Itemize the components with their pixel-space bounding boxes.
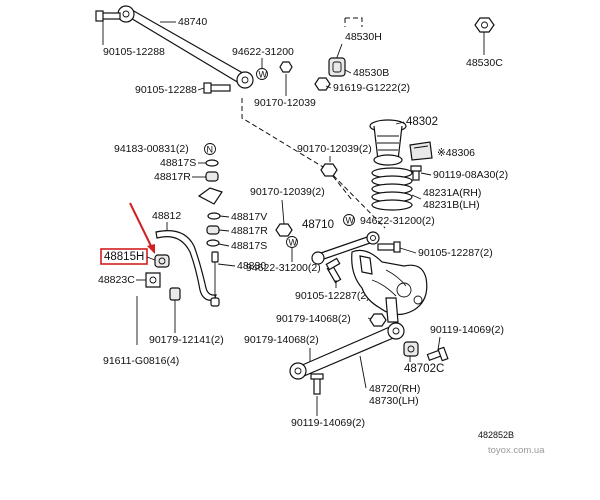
label-48530B[interactable]: 48530B bbox=[353, 67, 389, 79]
washer-48817S-a-icon bbox=[205, 159, 219, 167]
red-arrow-icon bbox=[129, 202, 153, 249]
label-48302[interactable]: 48302 bbox=[406, 116, 438, 128]
bushing-48702C-icon bbox=[403, 341, 419, 357]
svg-text:W: W bbox=[346, 216, 355, 226]
svg-text:W: W bbox=[289, 238, 298, 248]
washer-48817V-icon bbox=[207, 212, 221, 220]
label-90179-14068-a[interactable]: 90179-14068(2) bbox=[276, 313, 351, 325]
bolt-90105-12287-b-icon bbox=[325, 257, 342, 284]
label-48817S-b[interactable]: 48817S bbox=[231, 240, 267, 252]
link-48830[interactable] bbox=[210, 251, 220, 307]
nut-90179-14068-a-icon bbox=[369, 313, 387, 327]
bushing-48817R-a-icon bbox=[205, 171, 219, 182]
label-48720[interactable]: 48720(RH) bbox=[369, 383, 420, 395]
label-94622-31200-a[interactable]: 94622-31200 bbox=[232, 46, 294, 58]
stabilizer-bushing-48815H-icon bbox=[154, 254, 170, 268]
label-48817R-b[interactable]: 48817R bbox=[231, 225, 268, 237]
label-90105-12288-b[interactable]: 90105-12288 bbox=[135, 84, 197, 96]
w-washer-callout-icon-b: W bbox=[343, 214, 355, 226]
washer-48817S-b-icon bbox=[206, 239, 220, 247]
highlight-box-48815H bbox=[100, 248, 148, 265]
label-90119-14069-a[interactable]: 90119-14069(2) bbox=[430, 324, 504, 336]
label-48530C[interactable]: 48530C bbox=[466, 57, 503, 69]
bolt-90119-14069-a-icon bbox=[426, 346, 449, 362]
diagram-code: 482852B bbox=[478, 430, 514, 440]
label-94183[interactable]: 94183-00831(2) bbox=[114, 143, 189, 155]
n-nut-callout-icon: N bbox=[204, 143, 216, 155]
label-48812[interactable]: 48812 bbox=[152, 210, 181, 222]
bracket-48823C-icon bbox=[145, 272, 161, 288]
bumper-cap-48530C-icon bbox=[474, 17, 495, 33]
svg-text:N: N bbox=[207, 145, 214, 155]
lower-control-arm-48720[interactable] bbox=[289, 322, 405, 380]
bracket-48306-icon bbox=[409, 141, 433, 161]
label-90170-12039-a[interactable]: 90170-12039 bbox=[254, 97, 316, 109]
stabilizer-bar-48812[interactable] bbox=[155, 230, 217, 301]
lateral-rod-48710[interactable] bbox=[311, 231, 380, 265]
spring-insulator-48302-icon bbox=[369, 119, 407, 166]
label-91619[interactable]: 91619-G1222(2) bbox=[333, 82, 410, 94]
bracket-plate-icon bbox=[197, 187, 223, 205]
label-48702C[interactable]: 48702C bbox=[404, 363, 444, 375]
label-91611[interactable]: 91611-G0816(4) bbox=[103, 355, 179, 367]
label-90170-12039-b[interactable]: 90170-12039(2) bbox=[297, 143, 372, 155]
bolt-90119-14069-b-icon bbox=[310, 373, 324, 395]
w-washer-callout-icon-a: W bbox=[256, 68, 268, 80]
label-90105-12287-a[interactable]: 90105-12287(2) bbox=[418, 247, 493, 259]
label-90170-12039-c[interactable]: 90170-12039(2) bbox=[250, 186, 325, 198]
bumper-stop-48530H-icon bbox=[328, 57, 346, 77]
label-48817S-a[interactable]: 48817S bbox=[160, 157, 196, 169]
label-48530H[interactable]: 48530H bbox=[345, 31, 382, 43]
nut-91619-icon bbox=[314, 77, 331, 91]
label-48730[interactable]: 48730(LH) bbox=[369, 395, 419, 407]
watermark: toyox.com.ua bbox=[488, 445, 545, 456]
bolt-90119-08A30-icon bbox=[410, 165, 422, 181]
label-48815H[interactable]: 48815H bbox=[104, 251, 144, 263]
label-90179-14068-b[interactable]: 90179-14068(2) bbox=[244, 334, 319, 346]
label-90105-12288-a[interactable]: 90105-12288 bbox=[103, 46, 165, 58]
coil-spring-48231-icon bbox=[371, 167, 413, 211]
label-48710[interactable]: 48710 bbox=[302, 219, 334, 231]
label-48306[interactable]: ※48306 bbox=[437, 147, 475, 159]
label-94622-31200-c[interactable]: 94622-31200(2) bbox=[246, 262, 321, 274]
label-94622-31200-b[interactable]: 94622-31200(2) bbox=[360, 215, 435, 227]
bolt-90105-12287-a-icon bbox=[377, 241, 401, 253]
nut-90170-12039-c-icon bbox=[275, 223, 293, 237]
label-48817V[interactable]: 48817V bbox=[231, 211, 267, 223]
nut-90170-12039-b-icon bbox=[320, 163, 338, 177]
axle-carrier-icon[interactable] bbox=[351, 249, 428, 323]
bolt-90179-12141-icon bbox=[169, 287, 181, 301]
label-48817R-a[interactable]: 48817R bbox=[154, 171, 191, 183]
nut-90170-12039-a-icon bbox=[279, 61, 293, 73]
upper-control-arm-48740[interactable] bbox=[117, 5, 254, 89]
red-arrowhead-icon bbox=[147, 244, 155, 254]
label-90179-12141[interactable]: 90179-12141(2) bbox=[149, 334, 224, 346]
bolt-90105-12288-top-icon bbox=[95, 10, 121, 22]
label-48830[interactable]: 48830 bbox=[237, 260, 266, 272]
label-90119-08A30[interactable]: 90119-08A30(2) bbox=[433, 169, 508, 181]
w-washer-callout-icon-c: W bbox=[286, 236, 298, 248]
label-90119-14069-b[interactable]: 90119-14069(2) bbox=[291, 417, 365, 429]
label-48823C[interactable]: 48823C bbox=[98, 274, 135, 286]
svg-text:W: W bbox=[259, 70, 268, 80]
label-48231A[interactable]: 48231A(RH) bbox=[423, 187, 481, 199]
bolt-90105-12288-mid-icon bbox=[203, 82, 231, 94]
label-90105-12287-b[interactable]: 90105-12287(2) bbox=[295, 290, 370, 302]
bushing-48817R-b-icon bbox=[206, 225, 220, 235]
label-48740[interactable]: 48740 bbox=[178, 16, 207, 28]
label-48231B[interactable]: 48231B(LH) bbox=[423, 199, 480, 211]
